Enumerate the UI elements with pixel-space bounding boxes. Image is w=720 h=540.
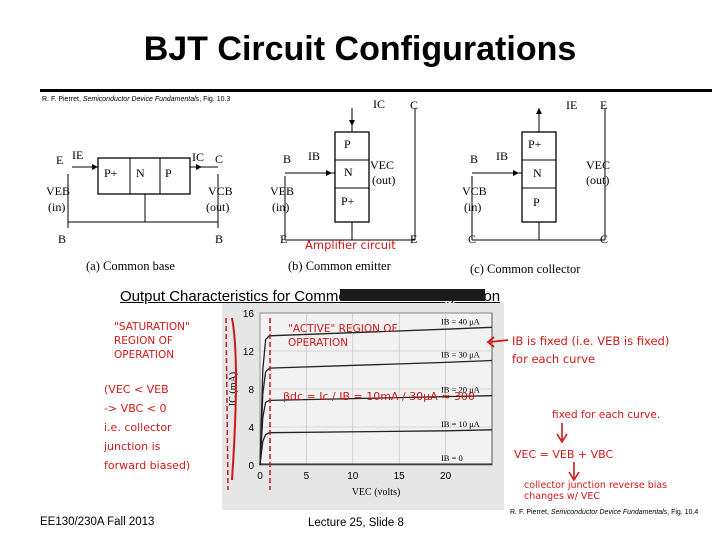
label-C-left: C [468, 232, 477, 246]
series-line [259, 429, 493, 466]
region-p: P [533, 195, 540, 209]
x-tick-label: 15 [394, 471, 406, 482]
footer-slide-number: Lecture 25, Slide 8 [308, 517, 404, 529]
label-VEC: VEC [370, 158, 394, 172]
label-VEC: VEC [586, 158, 610, 172]
label-C-right: C [600, 232, 609, 246]
slide-title: BJT Circuit Configurations [143, 30, 577, 68]
label-IE: IE [566, 98, 578, 112]
common-collector-circuit [471, 108, 606, 241]
caption-common-emitter: (b) Common emitter [288, 259, 391, 273]
label-IE: IE [72, 148, 84, 162]
region-p-plus: P+ [104, 166, 118, 180]
annotation-amplifier: Amplifier circuit [305, 238, 396, 252]
label-E-left: E [280, 232, 288, 246]
x-tick-label: 0 [257, 471, 263, 482]
region-p: P [344, 137, 351, 151]
caption-common-base: (a) Common base [86, 259, 175, 273]
label-out: (out) [372, 173, 396, 187]
label-IB: IB [496, 149, 508, 163]
region-n: N [344, 165, 353, 179]
down-arrow-1 [556, 423, 568, 444]
series-label: IB = 30 μA [441, 350, 481, 360]
annotation-saturation: "SATURATION" REGION OF OPERATION [114, 321, 190, 361]
label-VEB: VEB [270, 184, 294, 198]
label-B-left: B [58, 232, 67, 246]
label-in: (in) [48, 200, 66, 214]
region-p-plus: P+ [341, 194, 355, 208]
annotation-fixed-each-curve: fixed for each curve. [552, 409, 661, 421]
series-label: IB = 0 [441, 453, 463, 463]
x-tick-label: 20 [440, 471, 452, 482]
label-IC: IC [192, 150, 204, 164]
saturation-bracket [231, 317, 237, 481]
region-p: P [165, 166, 172, 180]
label-E-right: E [410, 232, 418, 246]
region-p-plus: P+ [528, 137, 542, 151]
footer-course: EE130/230A Fall 2013 [40, 516, 155, 528]
down-arrow-2 [568, 462, 580, 482]
series-label: IB = 20 μA [441, 385, 481, 395]
x-axis-label: VEC (volts) [352, 487, 401, 498]
label-C: C [215, 152, 224, 166]
annotation-beta: βdc = Ic / IB = 10mA / 30μA ≈ 300 [283, 390, 475, 403]
label-B: B [283, 152, 292, 166]
y-axis-label: IC (mA) [228, 372, 239, 406]
label-IC: IC [373, 97, 385, 111]
y-tick-label: 16 [243, 309, 255, 320]
series-label: IB = 10 μA [441, 419, 481, 429]
annotation-reverse-bias: collector junction reverse bias changes … [524, 480, 668, 502]
series-line [259, 395, 493, 466]
scribble-out-mark [340, 289, 485, 301]
label-in: (in) [464, 200, 482, 214]
label-B: B [470, 152, 479, 166]
label-E: E [56, 153, 64, 167]
y-tick-label: 0 [248, 461, 254, 472]
series-line [259, 326, 493, 466]
label-in: (in) [272, 200, 290, 214]
common-base-circuit [67, 157, 219, 228]
common-emitter-circuit [284, 108, 416, 241]
y-tick-label: 12 [243, 347, 255, 358]
title-divider [40, 89, 712, 92]
x-tick-label: 5 [304, 471, 310, 482]
y-tick-label: 8 [248, 385, 254, 396]
region-n: N [136, 166, 145, 180]
series-line [259, 359, 493, 466]
saturation-dashed-line [225, 317, 229, 491]
label-C: C [410, 98, 419, 112]
label-out: (out) [586, 173, 610, 187]
label-IB: IB [308, 149, 320, 163]
label-B-right: B [215, 232, 224, 246]
region-n: N [533, 166, 542, 180]
x-tick-label: 10 [347, 471, 359, 482]
citation-top: R. F. Pierret, Semiconductor Device Fund… [42, 96, 231, 103]
label-out: (out) [206, 200, 230, 214]
caption-common-collector: (c) Common collector [470, 262, 581, 276]
annotation-saturation-condition: (VEC < VEB -> VBC < 0 i.e. collector jun… [104, 383, 191, 472]
series-label: IB = 40 μA [441, 316, 481, 326]
label-VCB: VCB [208, 184, 233, 198]
label-VEB: VEB [46, 184, 70, 198]
label-VCB: VCB [462, 184, 487, 198]
annotation-active: "ACTIVE" REGION OF OPERATION [288, 323, 398, 349]
citation-bottom: R. F. Pierret, Semiconductor Device Fund… [510, 509, 699, 516]
ib-arrow [489, 339, 509, 343]
y-tick-label: 4 [248, 423, 254, 434]
label-E: E [600, 98, 608, 112]
annotation-vec-equation: VEC = VEB + VBC [514, 448, 614, 461]
annotation-ib-fixed: IB is fixed (i.e. VEB is fixed) for each… [512, 334, 670, 366]
